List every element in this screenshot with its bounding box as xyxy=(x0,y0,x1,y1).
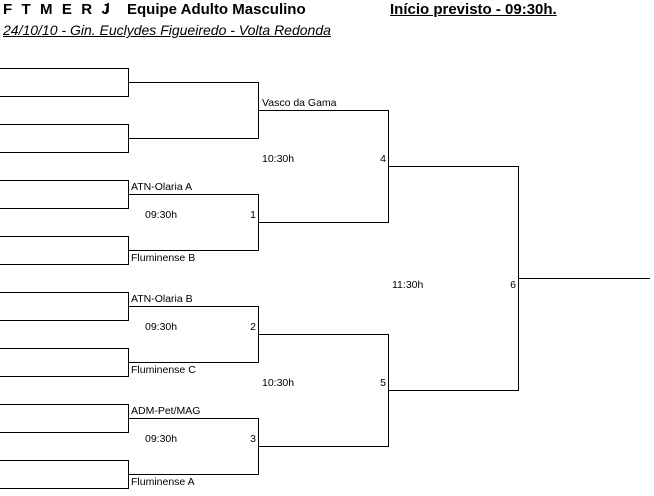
entry-slot xyxy=(0,404,129,433)
header-separator: / xyxy=(105,1,110,18)
match-number: 3 xyxy=(250,433,256,445)
match-1-connector xyxy=(128,194,259,251)
team-label: ATN-Olaria A xyxy=(131,181,192,193)
match-2-connector xyxy=(128,306,259,363)
team-label: Fluminense A xyxy=(131,476,195,488)
entry-slot xyxy=(0,236,129,265)
match-3-connector xyxy=(128,418,259,475)
entry-slot xyxy=(0,68,129,97)
team-label: ATN-Olaria B xyxy=(131,293,193,305)
match-time: 09:30h xyxy=(145,433,177,445)
match-number: 2 xyxy=(250,321,256,333)
entry-slot xyxy=(0,180,129,209)
match-time: 10:30h xyxy=(262,153,294,165)
bye-connector xyxy=(128,82,259,139)
match-time: 11:30h xyxy=(392,279,423,291)
match-number: 5 xyxy=(380,377,386,389)
match-number: 6 xyxy=(510,279,516,291)
team-label: ADM-Pet/MAG xyxy=(131,405,200,417)
team-label: Fluminense C xyxy=(131,364,196,376)
organization-name: F T M E R J xyxy=(3,1,113,18)
match-5-connector xyxy=(258,334,389,447)
team-label: Fluminense B xyxy=(131,252,195,264)
event-title: Equipe Adulto Masculino xyxy=(127,1,306,18)
match-number: 1 xyxy=(250,209,256,221)
entry-slot xyxy=(0,348,129,377)
match-time: 10:30h xyxy=(262,377,294,389)
match-4-connector xyxy=(258,110,389,223)
match-number: 4 xyxy=(380,153,386,165)
match-time: 09:30h xyxy=(145,321,177,333)
event-date-venue: 24/10/10 - Gin. Euclydes Figueiredo - Vo… xyxy=(3,22,331,38)
team-label: Vasco da Gama xyxy=(262,97,337,109)
start-time: Início previsto - 09:30h. xyxy=(390,1,557,18)
entry-slot xyxy=(0,460,129,489)
entry-slot xyxy=(0,124,129,153)
entry-slot xyxy=(0,292,129,321)
match-time: 09:30h xyxy=(145,209,177,221)
